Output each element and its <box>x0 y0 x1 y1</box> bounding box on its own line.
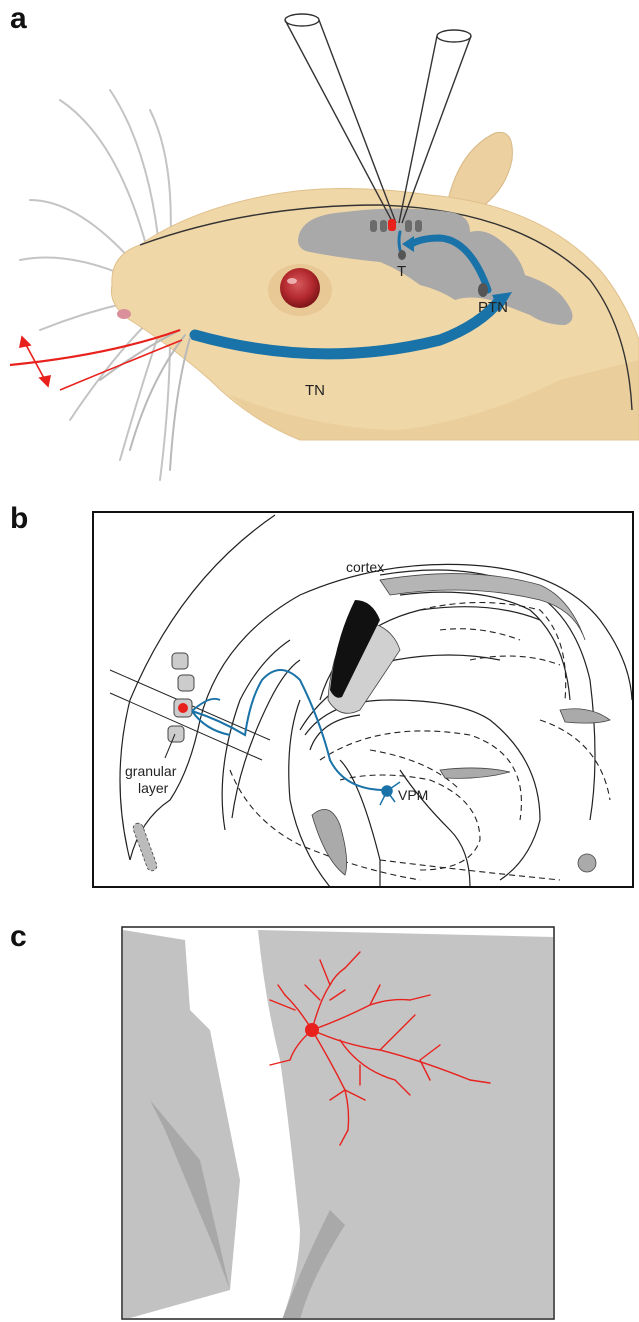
granular-layer-band <box>110 670 270 760</box>
rat-nose <box>117 309 131 319</box>
rat-eye <box>280 268 320 308</box>
white-matter <box>132 574 610 875</box>
granular-cells <box>168 653 194 742</box>
label-vpm: VPM <box>398 787 428 803</box>
left-slab <box>123 930 240 1320</box>
vpm-projection <box>192 670 385 790</box>
label-ptn: PTN <box>478 299 508 316</box>
cortex-outer-arc <box>120 515 275 860</box>
right-slab <box>258 930 554 1320</box>
panel-c-frame <box>122 927 554 1319</box>
label-tn: TN <box>305 382 325 399</box>
reconstructed-neuron <box>270 952 490 1145</box>
recorded-neuron <box>388 219 396 231</box>
panel-b-letter: b <box>10 502 28 536</box>
label-cortex: cortex <box>346 559 384 575</box>
thalamus-nucleus <box>398 250 406 260</box>
vpm-neuron <box>380 782 400 805</box>
label-thalamus: T <box>397 263 406 280</box>
recorded-granule-cell <box>178 703 188 713</box>
panel-a-rat-illustration: T PTN TN <box>0 0 639 500</box>
neuron-soma <box>305 1023 319 1037</box>
panel-b-frame <box>93 512 633 887</box>
label-granular: granular <box>125 763 177 779</box>
ptn-nucleus <box>478 283 488 297</box>
panel-c-letter: c <box>10 920 27 954</box>
label-layer: layer <box>138 780 169 796</box>
